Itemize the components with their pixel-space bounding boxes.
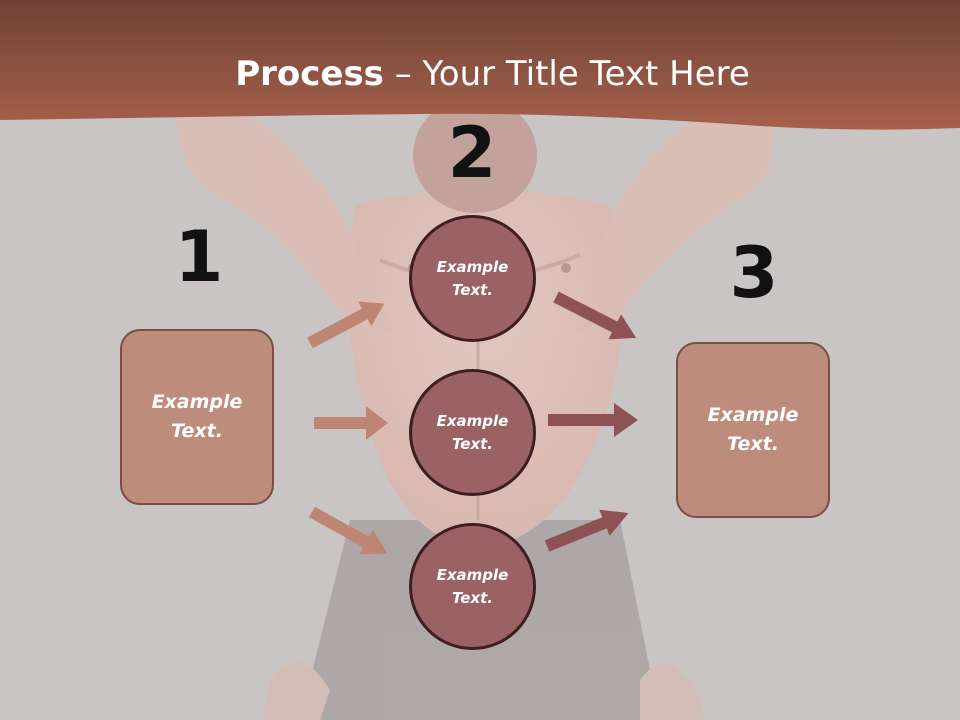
step-2-circle-middle-text: Example Text. bbox=[436, 411, 509, 453]
title-rest: – Your Title Text Here bbox=[383, 54, 750, 94]
step-2-circle-top: Example Text. bbox=[409, 215, 536, 342]
step-number-2: 2 bbox=[447, 112, 497, 194]
step-number-1: 1 bbox=[174, 216, 224, 298]
arrow-2-to-3-top bbox=[553, 291, 637, 340]
arrows-left bbox=[307, 301, 388, 555]
step-2-circle-bottom: Example Text. bbox=[409, 523, 536, 650]
step-2-circle-top-text: Example Text. bbox=[436, 257, 509, 299]
head-shape bbox=[413, 97, 537, 213]
arrow-1-to-2-bottom bbox=[309, 506, 388, 555]
left-leg-shape bbox=[262, 662, 330, 720]
title-bold: Process bbox=[235, 54, 384, 94]
arrows-right bbox=[544, 291, 638, 552]
title-band bbox=[0, 0, 960, 130]
step-number-3: 3 bbox=[729, 232, 779, 314]
arrow-1-to-2-middle bbox=[314, 406, 388, 440]
step-2-circle-middle: Example Text. bbox=[409, 369, 536, 496]
arrow-1-to-2-top bbox=[307, 301, 385, 349]
step-1-box-text: Example Text. bbox=[151, 391, 243, 442]
step-2-circle-bottom-text: Example Text. bbox=[436, 565, 509, 607]
step-3-box-text: Example Text. bbox=[707, 404, 799, 455]
left-arm-shape bbox=[175, 110, 395, 332]
right-arm-shape bbox=[575, 110, 774, 332]
slide-title: Process – Your Title Text Here bbox=[0, 52, 960, 96]
step-1-box: Example Text. bbox=[120, 329, 274, 505]
arrow-2-to-3-bottom bbox=[544, 509, 629, 552]
step-3-box: Example Text. bbox=[676, 342, 830, 518]
arrow-2-to-3-middle bbox=[548, 403, 638, 437]
right-leg-shape bbox=[640, 664, 705, 720]
nipple-right bbox=[561, 263, 571, 273]
